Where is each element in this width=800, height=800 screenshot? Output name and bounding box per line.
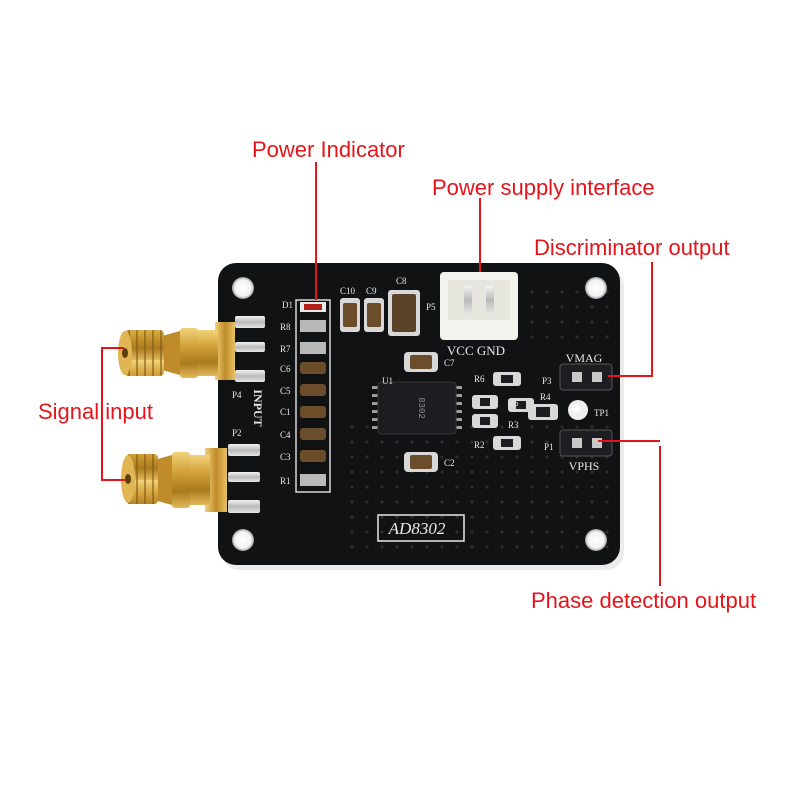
power-indicator-callout: Power Indicator bbox=[252, 137, 405, 162]
svg-text:C9: C9 bbox=[366, 286, 377, 296]
chip-label: AD8302 bbox=[388, 519, 446, 538]
svg-text:C8: C8 bbox=[396, 276, 407, 286]
svg-text:U1: U1 bbox=[382, 376, 393, 386]
svg-text:C5: C5 bbox=[280, 386, 291, 396]
power-connector-p5 bbox=[440, 272, 518, 340]
header-p3-vmag bbox=[559, 363, 613, 391]
input-label: INPUT bbox=[251, 389, 265, 426]
signal-input-callout: Signal input bbox=[38, 399, 153, 424]
callout-leaders bbox=[101, 162, 661, 586]
svg-text:R1: R1 bbox=[280, 476, 291, 486]
svg-text:R4: R4 bbox=[540, 392, 551, 402]
svg-text:C1: C1 bbox=[280, 407, 291, 417]
vphs-label: VPHS bbox=[569, 459, 600, 473]
ic-ad8302: 8302 bbox=[372, 381, 462, 435]
passive-column bbox=[295, 299, 331, 493]
svg-text:C2: C2 bbox=[444, 458, 455, 468]
discriminator-output-callout: Discriminator output bbox=[534, 235, 730, 260]
svg-text:R7: R7 bbox=[280, 344, 291, 354]
svg-text:C7: C7 bbox=[444, 358, 455, 368]
chip-label-box bbox=[377, 514, 465, 542]
svg-text:R8: R8 bbox=[280, 322, 291, 332]
sma-connector-p2 bbox=[121, 444, 260, 513]
svg-text:C3: C3 bbox=[280, 452, 291, 462]
leader-discriminator bbox=[608, 262, 653, 377]
header-p1-vphs bbox=[559, 429, 613, 457]
mounting-hole-br bbox=[585, 529, 607, 551]
svg-text:R2: R2 bbox=[474, 440, 485, 450]
power-supply-interface-callout: Power supply interface bbox=[432, 175, 655, 200]
mounting-hole-tr bbox=[585, 277, 607, 299]
svg-text:P4: P4 bbox=[232, 390, 242, 400]
svg-text:8302: 8302 bbox=[416, 397, 426, 419]
svg-text:P1: P1 bbox=[544, 442, 554, 452]
svg-text:P3: P3 bbox=[542, 376, 552, 386]
svg-text:D1: D1 bbox=[282, 300, 293, 310]
mounting-hole-bl bbox=[232, 529, 254, 551]
svg-text:R3: R3 bbox=[508, 420, 519, 430]
connector-label: VCC GND bbox=[447, 343, 505, 358]
vmag-label: VMAG bbox=[566, 351, 603, 365]
mounting-hole-tl bbox=[232, 277, 254, 299]
phase-detection-output-callout: Phase detection output bbox=[531, 588, 757, 613]
svg-text:TP1: TP1 bbox=[594, 408, 609, 418]
svg-text:P2: P2 bbox=[232, 428, 242, 438]
leader-signal-input bbox=[101, 347, 126, 481]
svg-text:C4: C4 bbox=[280, 430, 291, 440]
svg-text:C6: C6 bbox=[280, 364, 291, 374]
svg-text:C10: C10 bbox=[340, 286, 356, 296]
svg-text:P5: P5 bbox=[426, 302, 436, 312]
sma-connector-p4 bbox=[118, 316, 265, 382]
svg-text:R5: R5 bbox=[508, 398, 519, 408]
svg-text:R6: R6 bbox=[474, 374, 485, 384]
